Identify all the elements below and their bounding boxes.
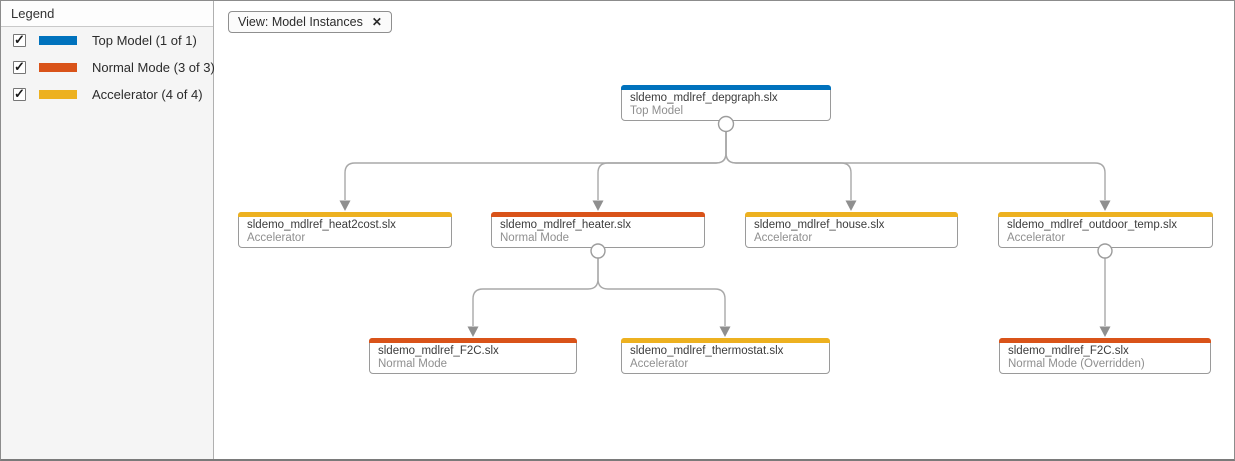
node-heater[interactable]: sldemo_mdlref_heater.slx Normal Mode [491, 212, 705, 248]
node-subtitle: Accelerator [1007, 232, 1066, 244]
legend-item-normal-mode[interactable]: Normal Mode (3 of 3) [1, 54, 215, 81]
mode-color-bar [999, 338, 1211, 343]
dependency-graph-canvas: View: Model Instances ✕ sldemo_mdlref_de… [215, 1, 1234, 459]
mode-color-bar [621, 85, 831, 90]
close-icon[interactable]: ✕ [371, 15, 382, 29]
node-title: sldemo_mdlref_F2C.slx [1008, 345, 1129, 357]
node-depgraph[interactable]: sldemo_mdlref_depgraph.slx Top Model [621, 85, 831, 121]
mode-color-bar [238, 212, 452, 217]
arrowhead-icon [845, 200, 857, 211]
node-thermostat[interactable]: sldemo_mdlref_thermostat.slx Accelerator [621, 338, 830, 374]
node-subtitle: Top Model [630, 105, 684, 117]
top-model-checkbox[interactable] [13, 32, 26, 48]
top-model-color-swatch [39, 36, 77, 45]
legend-item-label: Normal Mode (3 of 3) [92, 60, 215, 75]
arrowhead-icon [719, 326, 731, 337]
arrowhead-icon [1099, 326, 1111, 337]
legend-item-top-model[interactable]: Top Model (1 of 1) [1, 27, 213, 54]
mode-color-bar [998, 212, 1213, 217]
node-subtitle: Accelerator [630, 358, 689, 370]
arrowhead-icon [1099, 200, 1111, 211]
node-subtitle: Normal Mode (Overridden) [1008, 358, 1145, 370]
arrowhead-icon [339, 200, 351, 211]
node-f2c[interactable]: sldemo_mdlref_F2C.slx Normal Mode [369, 338, 577, 374]
node-house[interactable]: sldemo_mdlref_house.slx Accelerator [745, 212, 958, 248]
arrowhead-icon [592, 200, 604, 211]
node-title: sldemo_mdlref_heat2cost.slx [247, 219, 396, 231]
node-title: sldemo_mdlref_depgraph.slx [630, 92, 778, 104]
arrowhead-icon [467, 326, 479, 337]
view-filter-chip: View: Model Instances ✕ [228, 11, 392, 33]
node-f2c-overridden[interactable]: sldemo_mdlref_F2C.slx Normal Mode (Overr… [999, 338, 1211, 374]
legend-title: Legend [1, 1, 213, 27]
mode-color-bar [491, 212, 705, 217]
view-filter-label: View: Model Instances [238, 15, 363, 29]
mode-color-bar [621, 338, 830, 343]
normal-mode-color-swatch [39, 63, 77, 72]
normal-mode-checkbox[interactable] [13, 59, 26, 75]
node-title: sldemo_mdlref_house.slx [754, 219, 885, 231]
node-subtitle: Normal Mode [500, 232, 570, 244]
legend-item-label: Top Model (1 of 1) [92, 33, 197, 48]
node-outdoor-temp[interactable]: sldemo_mdlref_outdoor_temp.slx Accelerat… [998, 212, 1213, 248]
mode-color-bar [745, 212, 958, 217]
node-subtitle: Normal Mode [378, 358, 448, 370]
node-title: sldemo_mdlref_F2C.slx [378, 345, 499, 357]
accelerator-checkbox[interactable] [13, 86, 26, 102]
node-title: sldemo_mdlref_outdoor_temp.slx [1007, 219, 1178, 231]
legend-panel: Legend Top Model (1 of 1) Normal Mode (3… [1, 1, 215, 459]
node-title: sldemo_mdlref_thermostat.slx [630, 345, 784, 357]
node-title: sldemo_mdlref_heater.slx [500, 219, 632, 231]
accelerator-color-swatch [39, 90, 77, 99]
node-subtitle: Accelerator [754, 232, 813, 244]
node-heat2cost[interactable]: sldemo_mdlref_heat2cost.slx Accelerator [238, 212, 452, 248]
legend-item-label: Accelerator (4 of 4) [92, 87, 203, 102]
legend-item-accelerator[interactable]: Accelerator (4 of 4) [1, 81, 213, 108]
mode-color-bar [369, 338, 577, 343]
node-subtitle: Accelerator [247, 232, 306, 244]
